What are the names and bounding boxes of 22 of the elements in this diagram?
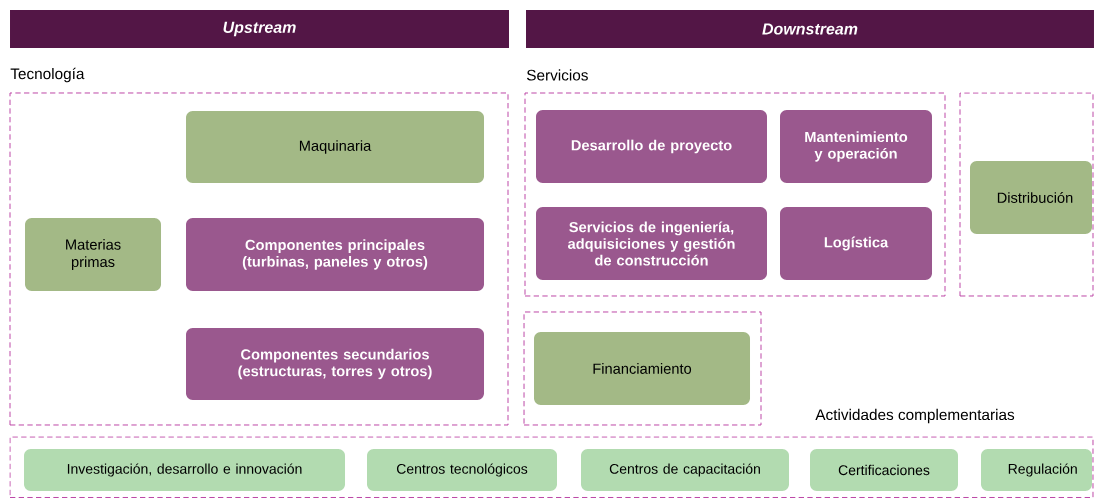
header-band: Upstream (10, 10, 509, 48)
item-box: Centros tecnológicos (367, 449, 557, 491)
item-box: Componentes principales (turbinas, paneles y otros) (186, 218, 484, 291)
dashed-group-box (959, 92, 1094, 297)
item-box: Desarrollo de proyecto (536, 110, 767, 183)
item-box: Centros de capacitación (581, 449, 789, 491)
item-box: Financiamiento (534, 332, 750, 405)
item-box: Maquinaria (186, 111, 484, 183)
item-box: Logística (780, 207, 932, 280)
group-heading: Servicios (526, 69, 588, 81)
item-box: Distribución (970, 161, 1092, 234)
header-band: Downstream (526, 10, 1094, 48)
group-heading: Tecnología (10, 67, 85, 83)
item-box: Componentes secundarios (estructuras, torres y otros) (186, 328, 484, 400)
item-box: Investigación, desarrollo e innovación (24, 449, 345, 491)
dashed-group-box (523, 311, 762, 426)
item-box: Certificaciones (810, 449, 958, 491)
item-box: Materias primas (25, 218, 161, 291)
group-heading: Actividades complementarias (815, 408, 1015, 424)
item-box: Servicios de ingeniería, adquisiciones y gestión de construcción (536, 207, 767, 280)
item-box: Regulación (981, 449, 1092, 491)
item-box: Mantenimiento y operación (780, 110, 932, 183)
